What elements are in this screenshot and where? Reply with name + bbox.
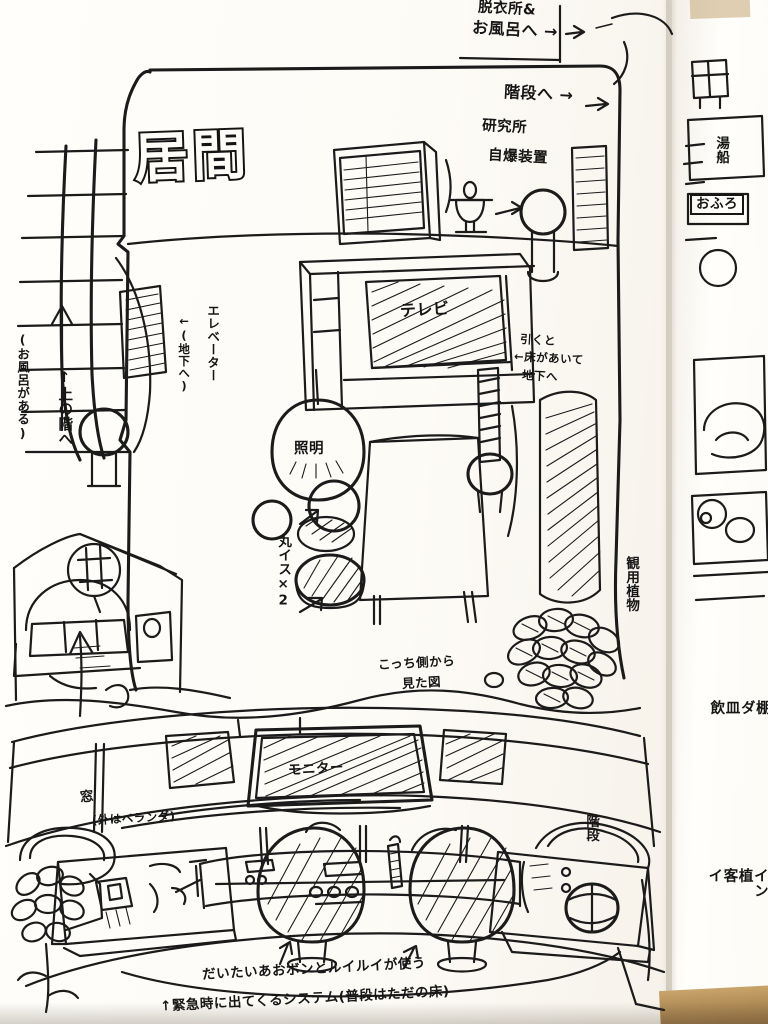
annotation-pull-2: ←床があいて <box>513 349 585 367</box>
annotation-view-2: 見た図 <box>401 673 442 692</box>
tv-cabinet <box>298 252 536 412</box>
annotation-right-col-2: イン 植 客 イ <box>706 868 768 898</box>
floor-arcs <box>24 798 666 988</box>
perspective-room-shell <box>4 706 662 848</box>
annotation-self-destruct: 自爆装置 <box>487 147 549 167</box>
annotation-bath-label: おふろ <box>690 194 744 216</box>
ornamental-plant <box>507 607 621 710</box>
console-gauge <box>386 835 404 890</box>
annotation-elevator: エレベーター <box>205 304 221 382</box>
annotation-to-stairs: 階段へ → <box>503 82 574 105</box>
page-title: 居間 <box>131 121 253 192</box>
bottom-curve <box>120 946 666 1012</box>
floor-lamp-left <box>78 407 130 488</box>
console-chair-left <box>256 821 366 973</box>
annotation-round-stools: 丸イス×2 <box>275 534 292 609</box>
annotation-pull-3: 地下へ <box>521 368 559 384</box>
right-page-ink <box>682 58 768 602</box>
left-stairs <box>16 138 130 462</box>
lower-left-structure <box>12 532 184 718</box>
bottom-left-flower <box>10 865 85 1014</box>
annotation-changing-room: 脱衣所& <box>477 0 537 19</box>
top-divider-lines <box>458 4 674 86</box>
top-cabinet <box>332 140 452 246</box>
side-screen-right <box>438 728 508 786</box>
left-notebook-page <box>0 0 678 1024</box>
note-connectors <box>564 24 610 112</box>
wavy-divider <box>4 671 642 719</box>
round-post-topright <box>519 188 567 283</box>
self-destruct-device <box>448 180 524 234</box>
left-side-panel <box>18 826 238 958</box>
lighting-fixture <box>251 368 366 541</box>
bottom-shadow <box>0 1002 768 1024</box>
annotation-right-col-1: 棚 ダ 皿 飲 <box>708 700 768 715</box>
annotation-plant: 観用植物 <box>623 556 640 612</box>
round-stool-1 <box>296 515 356 553</box>
annotation-monitor: モニター <box>287 759 345 779</box>
elevator-door <box>114 256 168 454</box>
right-notebook-page <box>672 0 768 1024</box>
annotation-upstairs: ↑上の階へ <box>56 370 73 447</box>
annotation-elevator-note: ←(地下へ) <box>177 314 192 394</box>
annotation-window: 窓 <box>79 788 95 806</box>
main-monitor <box>246 724 434 815</box>
center-table <box>358 434 490 626</box>
annotation-pull-1: 引くと <box>519 332 557 348</box>
annotation-tv: テレビ <box>399 298 450 321</box>
annotation-bathtub: 湯船 <box>713 136 730 164</box>
page-gutter-shadow <box>666 0 682 1024</box>
striped-pillar <box>466 366 514 514</box>
console-chair-right <box>408 826 516 973</box>
bottom-arrows <box>278 940 420 970</box>
annotation-laboratory: 研究所 <box>481 117 528 137</box>
side-screen-left <box>164 730 236 790</box>
annotation-lighting: 照明 <box>294 441 324 457</box>
right-furniture-hatched <box>506 390 602 604</box>
round-stool-2 <box>294 508 366 614</box>
annotation-upstairs-note: (お風呂がある) <box>15 332 31 441</box>
annotation-stairs-right: 階段 <box>583 814 600 842</box>
top-right-wall-hatch <box>570 144 610 252</box>
